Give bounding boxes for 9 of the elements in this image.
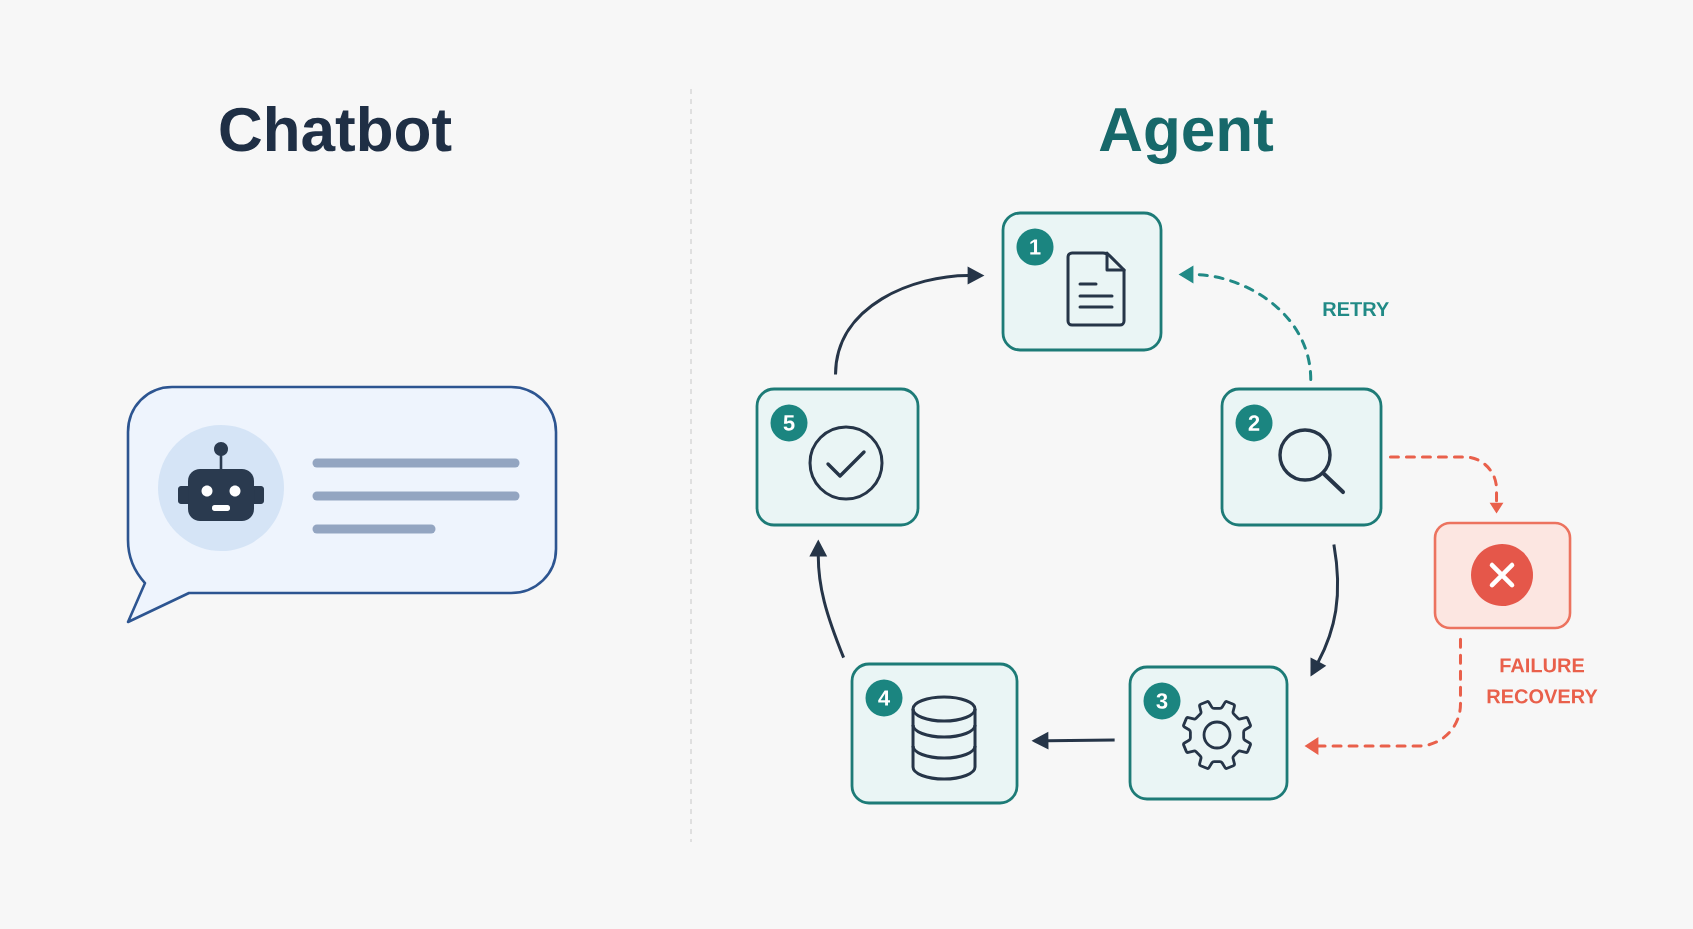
number-badge: 5 <box>770 404 808 442</box>
number-badge: 2 <box>1235 404 1273 442</box>
heading: Chatbot <box>220 106 452 152</box>
number-badge: 4 <box>865 679 903 717</box>
edge-label: FAILURE RECOVERY <box>1475 656 1609 706</box>
heading: Agent <box>1099 108 1274 165</box>
edge-label: RETRY <box>1320 300 1392 318</box>
number-badge: 3 <box>1143 682 1181 720</box>
number-badge: 1 <box>1016 228 1054 266</box>
